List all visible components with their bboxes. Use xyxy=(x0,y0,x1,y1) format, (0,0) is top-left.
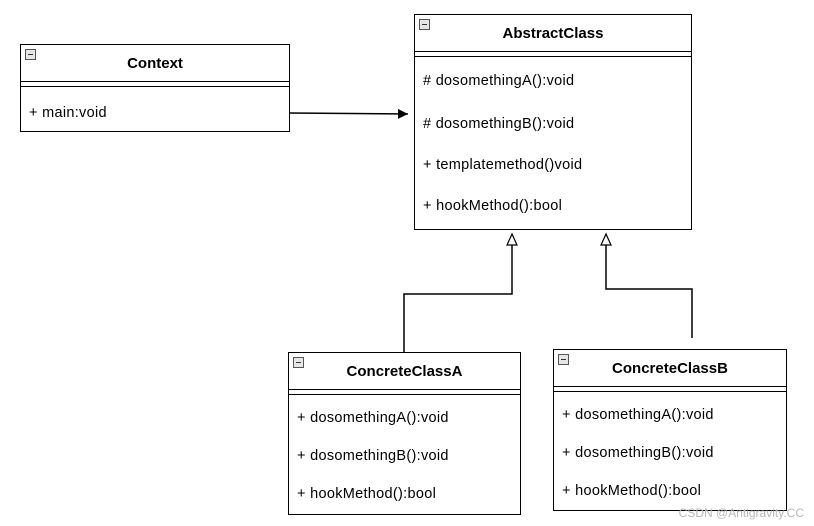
class-header: AbstractClass xyxy=(415,15,691,51)
member: # dosomethingB():void xyxy=(423,116,575,132)
class-header: ConcreteClassA xyxy=(289,353,520,389)
association-line xyxy=(288,108,409,119)
collapse-icon[interactable] xyxy=(419,19,430,30)
class-abstractclass[interactable]: AbstractClass # dosomethingA():void # do… xyxy=(414,14,692,230)
member: + templatemethod()void xyxy=(423,157,583,173)
class-name: ConcreteClassB xyxy=(612,360,728,377)
watermark: CSDN @Antigravity.CC xyxy=(678,506,804,520)
class-header: ConcreteClassB xyxy=(554,350,786,386)
member: + main:void xyxy=(29,105,107,121)
inheritance-arrowhead-a xyxy=(506,232,518,246)
separator xyxy=(21,81,289,87)
member: + dosomethingA():void xyxy=(297,410,449,426)
inheritance-line-b xyxy=(605,244,693,338)
class-name: AbstractClass xyxy=(502,25,604,42)
member: + hookMethod():bool xyxy=(423,198,563,214)
separator xyxy=(415,51,691,57)
inheritance-arrowhead-b xyxy=(600,232,612,246)
collapse-icon[interactable] xyxy=(293,357,304,368)
class-concreteclassa[interactable]: ConcreteClassA + dosomethingA():void + d… xyxy=(288,352,521,515)
member: + hookMethod():bool xyxy=(297,486,437,502)
inheritance-line-a xyxy=(403,244,513,352)
class-name: Context xyxy=(127,55,183,72)
member: + hookMethod():bool xyxy=(562,483,702,499)
class-context[interactable]: Context + main:void xyxy=(20,44,290,132)
collapse-icon[interactable] xyxy=(25,49,36,60)
member: + dosomethingB():void xyxy=(297,448,449,464)
member: + dosomethingA():void xyxy=(562,407,714,423)
separator xyxy=(289,389,520,395)
separator xyxy=(554,386,786,392)
class-concreteclassb[interactable]: ConcreteClassB + dosomethingA():void + d… xyxy=(553,349,787,511)
collapse-icon[interactable] xyxy=(558,354,569,365)
class-header: Context xyxy=(21,45,289,81)
member: # dosomethingA():void xyxy=(423,73,575,89)
class-name: ConcreteClassA xyxy=(346,363,463,380)
member: + dosomethingB():void xyxy=(562,445,714,461)
